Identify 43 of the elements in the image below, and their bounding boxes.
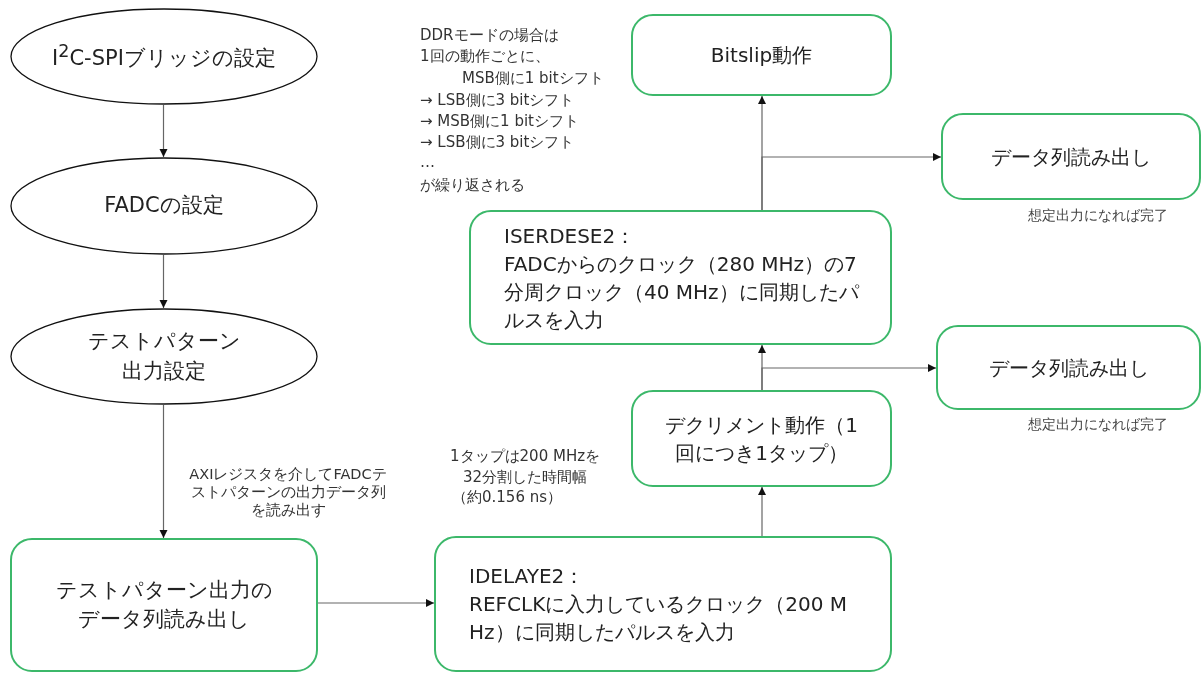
process-ellipse (10, 157, 318, 255)
arrow (159, 104, 168, 158)
node-text: テストパターン出力設定 (86, 328, 242, 385)
arrow (159, 404, 168, 539)
note-text: 想定出力になれば完了 (1028, 207, 1168, 225)
arrow (317, 598, 435, 608)
node-text: Bitslip動作 (710, 42, 813, 69)
arrow (761, 363, 937, 391)
node-text: ISERDESE2： (504, 222, 636, 250)
note-text: → MSB側に1 bitシフト (420, 112, 579, 130)
note-text: が繰り返される (420, 176, 525, 194)
note-text: DDRモードの場合は (420, 26, 559, 44)
note-text: → LSB側に3 bitシフト (420, 91, 575, 109)
process-box (434, 536, 892, 672)
arrow (159, 254, 168, 309)
process-ellipse (10, 308, 318, 405)
note-text: （約0.156 ns） (452, 488, 563, 506)
arrow (757, 486, 767, 537)
node-text: I$^{2}$C-SPIブリッジの設定 (52, 40, 276, 73)
node-text: データ列読み出し (988, 354, 1149, 382)
note-text: 想定出力になれば完了 (1028, 416, 1168, 434)
note-text: MSB側に1 bitシフト (462, 69, 604, 87)
node-text: FADCからのクロック（280 MHz）の7分周クロック（40 MHz）に同期したパルスを入力 (504, 250, 860, 334)
note-text: → LSB側に3 bitシフト (420, 133, 575, 151)
process-box (631, 14, 892, 96)
process-box (469, 210, 892, 345)
process-box (936, 325, 1201, 410)
note-text: 1回の動作ごとに、 (420, 47, 550, 65)
node-text: データ列読み出し (991, 143, 1151, 171)
note-text: … (420, 153, 435, 171)
process-box (631, 390, 892, 487)
node-text: FADCの設定 (104, 192, 224, 220)
node-text: テストパターン出力のデータ列読み出し (54, 576, 274, 633)
process-box (10, 538, 318, 672)
edge-label: AXIレジスタを介してFADCテストパターンの出力データ列を読み出す (188, 465, 388, 520)
note-text: 1タップは200 MHzを (450, 447, 601, 465)
process-box (941, 113, 1201, 200)
node-text: デクリメント動作（1回につき1タップ） (664, 411, 859, 467)
node-text: IDELAYE2： (469, 563, 585, 590)
process-ellipse (10, 8, 318, 105)
node-text: REFCLKに入力しているクロック（200 MHz）に同期したパルスを入力 (469, 591, 849, 646)
arrow (761, 152, 942, 211)
note-text: 32分割した時間幅 (463, 468, 588, 486)
